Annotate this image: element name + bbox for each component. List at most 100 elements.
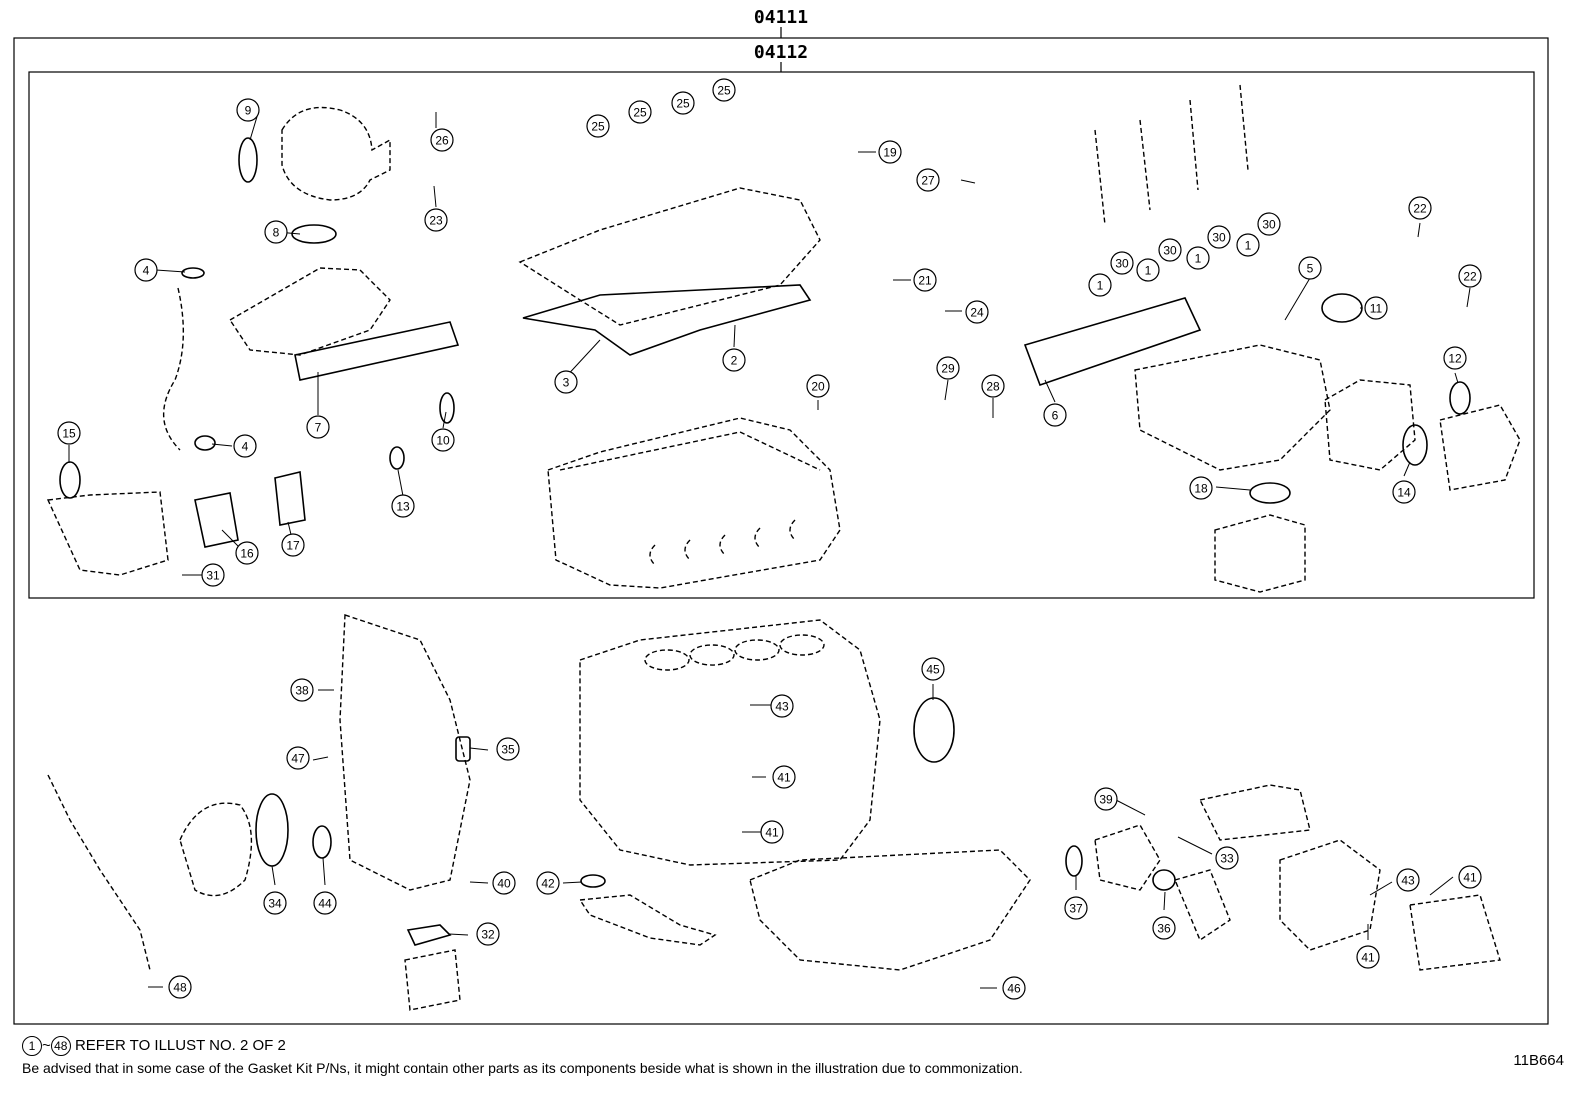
callout-number: 19 — [883, 146, 897, 160]
callout-32: 32 — [476, 922, 500, 946]
callout-25: 25 — [712, 78, 736, 102]
callout-28: 28 — [981, 374, 1005, 398]
callout-number: 18 — [1194, 482, 1208, 496]
callout-13: 13 — [391, 494, 415, 518]
cam-cover-sketch — [518, 187, 821, 326]
callout-circle — [313, 891, 337, 915]
callout-42: 42 — [536, 871, 560, 895]
callout-circle — [1002, 976, 1026, 1000]
callout-circle — [236, 98, 260, 122]
callout-number: 28 — [986, 380, 1000, 394]
callout-number: 46 — [1007, 982, 1021, 996]
callout-circle — [168, 975, 192, 999]
callout-24: 24 — [965, 300, 989, 324]
callout-number: 34 — [268, 897, 282, 911]
callout-46: 46 — [1002, 976, 1026, 1000]
callout-number: 13 — [396, 500, 410, 514]
callout-number: 22 — [1463, 270, 1477, 284]
callout-circle — [536, 871, 560, 895]
oil-pan-sketch — [749, 849, 1031, 971]
callout-circle — [57, 421, 81, 445]
callout-3: 3 — [554, 370, 578, 394]
callout-number: 23 — [429, 214, 443, 228]
callout-circle — [1189, 476, 1213, 500]
callout-circle — [496, 737, 520, 761]
callout-9: 9 — [236, 98, 260, 122]
callout-36: 36 — [1152, 916, 1176, 940]
callout-circle — [712, 78, 736, 102]
callout-35: 35 — [496, 737, 520, 761]
callout-1: 1 — [1236, 233, 1260, 257]
callout-25: 25 — [671, 91, 695, 115]
callout-circle — [1356, 945, 1380, 969]
callout-circle — [233, 434, 257, 458]
callout-circle — [492, 871, 516, 895]
egr-valve-sketch — [1324, 379, 1416, 471]
callout-circle — [1152, 916, 1176, 940]
callout-circle — [1458, 865, 1482, 889]
callout-number: 45 — [926, 663, 940, 677]
callout-45: 45 — [921, 657, 945, 681]
callout-circle — [430, 128, 454, 152]
callout-number: 30 — [1262, 218, 1276, 232]
callout-number: 11 — [1370, 302, 1383, 316]
callout-22: 22 — [1408, 196, 1432, 220]
callout-circle — [1207, 225, 1231, 249]
callout-circle — [263, 891, 287, 915]
turbo-sketch — [281, 106, 391, 201]
timing-cover-sketch — [339, 614, 471, 891]
callout-number: 30 — [1163, 244, 1177, 258]
callout-1: 1 — [1186, 246, 1210, 270]
callout-circle — [1215, 846, 1239, 870]
callout-circle — [1186, 246, 1210, 270]
callout-number: 32 — [481, 928, 495, 942]
callout-1: 1 — [1136, 258, 1160, 282]
callout-circle — [1364, 296, 1388, 320]
callout-circle — [772, 765, 796, 789]
callout-circle — [286, 746, 310, 770]
callout-22: 22 — [1458, 264, 1482, 288]
callout-number: 25 — [676, 97, 690, 111]
callout-layer: 1111234456891011121314151617181920212222… — [57, 78, 1482, 1000]
callout-circle — [1298, 256, 1322, 280]
water-pump-sketch — [179, 802, 253, 897]
callout-circle — [431, 428, 455, 452]
callout-circle — [554, 370, 578, 394]
callout-number: 31 — [206, 569, 220, 583]
callout-number: 25 — [633, 106, 647, 120]
callout-4: 4 — [134, 258, 158, 282]
callout-circle — [760, 820, 784, 844]
callout-circle — [806, 374, 830, 398]
callout-number: 2 — [731, 354, 738, 368]
range-start-badge: 1 — [22, 1036, 42, 1056]
inner-kit-label: 04112 — [754, 42, 808, 63]
callout-number: 44 — [318, 897, 332, 911]
callout-circle — [1458, 264, 1482, 288]
gasket-shapes — [59, 137, 1471, 946]
kit-frames — [13, 27, 1549, 1025]
callout-48: 48 — [168, 975, 192, 999]
callout-number: 4 — [242, 440, 249, 454]
callout-circle — [1136, 258, 1160, 282]
callout-23: 23 — [424, 208, 448, 232]
callout-number: 26 — [435, 134, 449, 148]
callout-circle — [264, 220, 288, 244]
callout-circle — [628, 100, 652, 124]
callout-circle — [1236, 233, 1260, 257]
callout-number: 43 — [775, 700, 789, 714]
cam-cover-gasket — [522, 284, 812, 356]
callout-number: 43 — [1401, 874, 1415, 888]
callout-8: 8 — [264, 220, 288, 244]
callout-circle — [936, 356, 960, 380]
callout-number: 8 — [273, 226, 280, 240]
cylinder-head-sketch — [547, 417, 841, 589]
callout-circle — [1257, 212, 1281, 236]
callout-number: 20 — [811, 380, 825, 394]
callout-number: 41 — [1361, 951, 1375, 965]
callout-number: 4 — [143, 264, 150, 278]
callout-43: 43 — [770, 694, 794, 718]
callout-number: 6 — [1052, 409, 1059, 423]
callout-circle — [1110, 251, 1134, 275]
callout-number: 30 — [1115, 257, 1129, 271]
